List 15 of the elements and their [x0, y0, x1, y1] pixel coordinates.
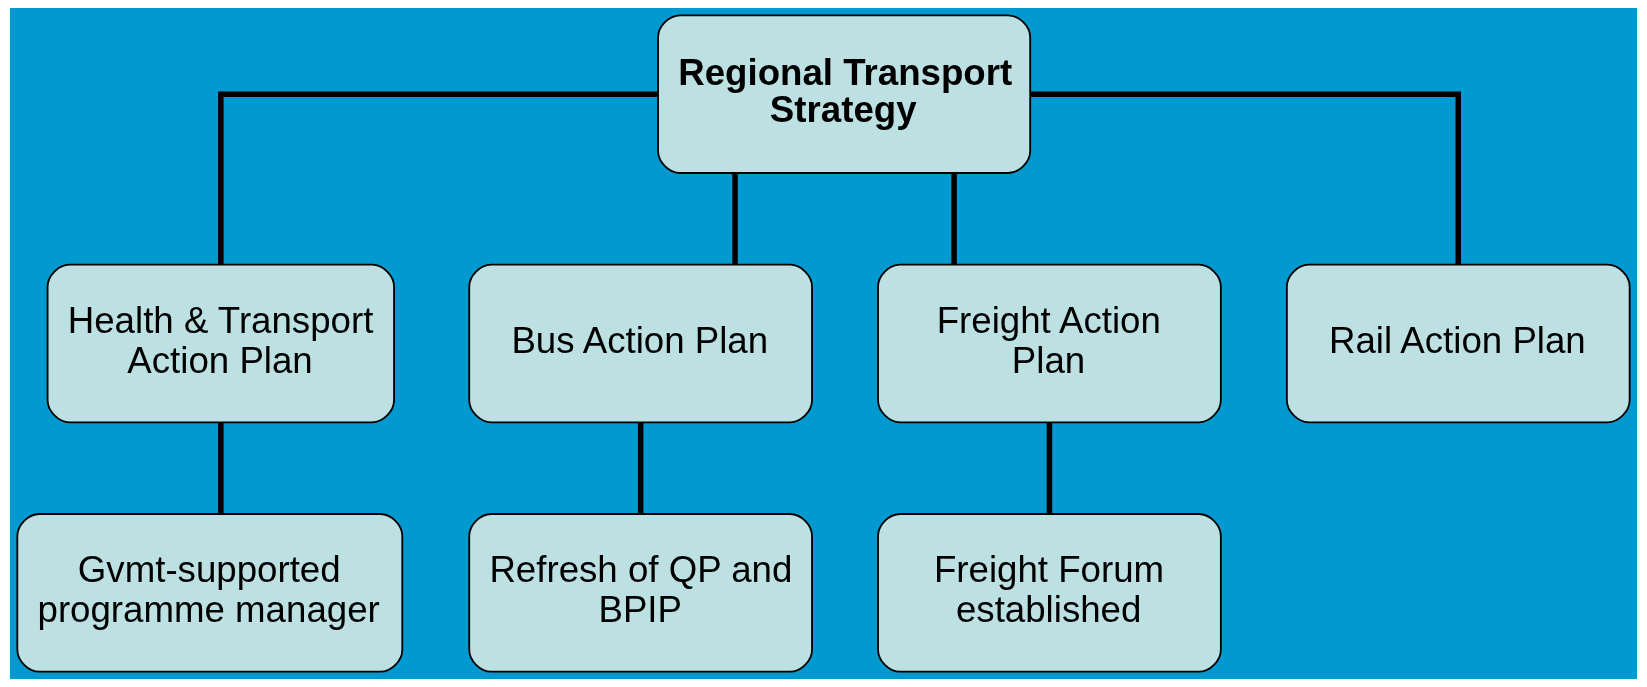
node-box: Regional Transport Strategy — [657, 14, 1032, 174]
node-box: Rail Action Plan — [1285, 263, 1631, 424]
node-box: Health & Transport Action Plan — [46, 263, 395, 424]
connector — [1046, 422, 1053, 514]
connector — [218, 422, 224, 514]
node-box: Freight Action Plan — [877, 263, 1222, 424]
connector — [1030, 91, 1461, 265]
node-box: Gvmt-supported programme manager — [16, 513, 404, 673]
connector — [732, 173, 738, 265]
node-box: Bus Action Plan — [468, 263, 813, 424]
connector — [637, 422, 644, 514]
connector — [951, 173, 957, 265]
node-box: Freight Forum established — [877, 513, 1222, 673]
node-box: Refresh of QP and BPIP — [468, 513, 813, 673]
connector — [218, 91, 658, 265]
